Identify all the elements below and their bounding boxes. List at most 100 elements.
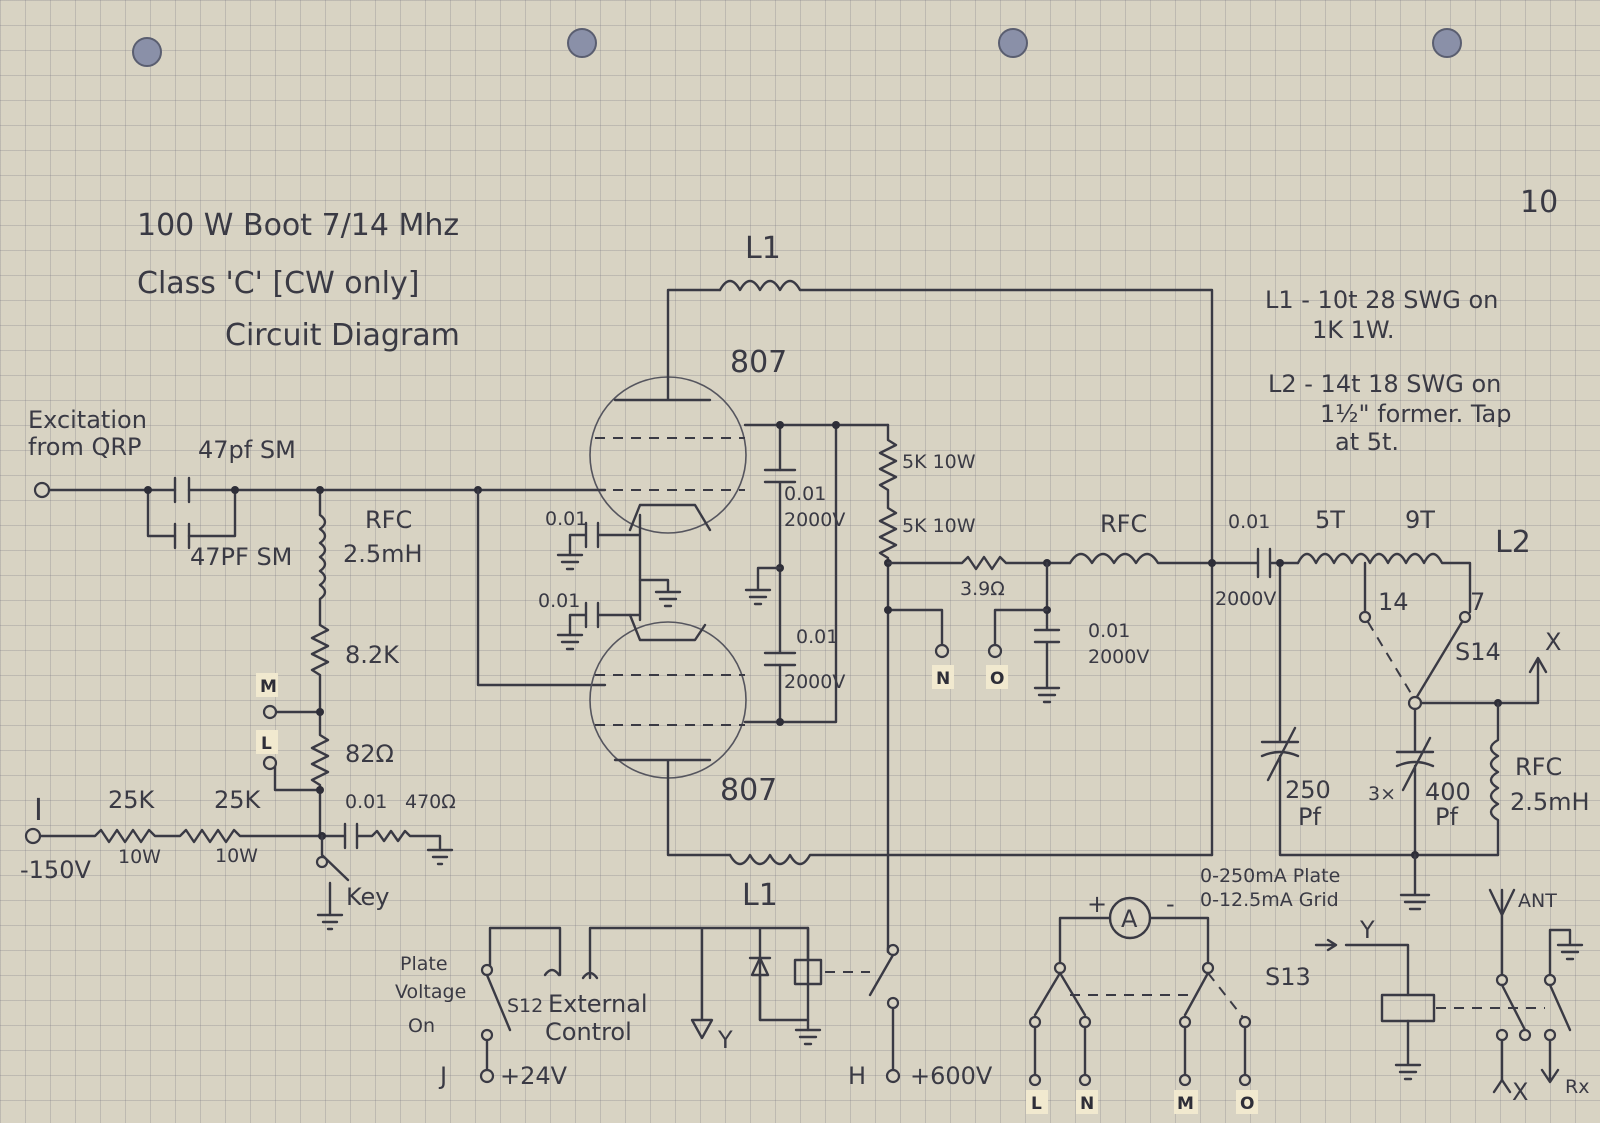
c-bypass-value: 0.01	[1088, 620, 1130, 642]
note-l1-a: L1 - 10t 28 SWG on	[1265, 286, 1498, 314]
rfc-out-label: RFC	[1515, 753, 1562, 781]
terminal-j-label: J	[438, 1062, 447, 1090]
terminal-j-voltage: +24V	[500, 1062, 568, 1090]
s14-pole	[1407, 695, 1423, 711]
input-label-2: from QRP	[28, 433, 142, 461]
terminal-h-voltage: +600V	[910, 1062, 993, 1090]
terminal-h-label: H	[848, 1062, 866, 1090]
tap-7-label: 7	[1470, 588, 1485, 616]
key-contact	[315, 855, 329, 869]
terminal-n-bottom	[1078, 1073, 1092, 1087]
c-250-unit: Pf	[1298, 803, 1321, 831]
c-screen-a-voltage: 2000V	[784, 509, 845, 531]
terminal-o-mid	[987, 643, 1003, 659]
terminal-i-label: I	[34, 793, 43, 828]
r-39-label: 3.9Ω	[960, 578, 1005, 600]
tap-7	[1458, 610, 1472, 624]
rfc-plate-label: RFC	[1100, 510, 1147, 538]
rfc-grid-value: 2.5mH	[343, 540, 423, 568]
c-47pf-top-label: 47pf SM	[198, 436, 296, 464]
c-screen-b-value: 0.01	[796, 626, 838, 648]
tube-807-bottom	[589, 613, 747, 857]
c-400-multiplier: 3×	[1368, 783, 1396, 805]
s13-label: S13	[1265, 963, 1311, 991]
l2-5t-label: 5T	[1315, 506, 1345, 534]
meter-minus: -	[1166, 890, 1175, 918]
tag-o-mid: O	[990, 669, 1004, 689]
r-5k-a-label: 5K 10W	[902, 451, 976, 473]
c-screen-b-voltage: 2000V	[784, 671, 845, 693]
external-label-2: Control	[545, 1018, 632, 1046]
ht-relay-contact-bottom	[886, 996, 900, 1010]
ant-label: ANT	[1518, 890, 1557, 912]
title-line-1: 100 W Boot 7/14 Mhz	[137, 208, 459, 243]
terminal-j	[479, 1068, 495, 1084]
plate-label-3: On	[408, 1015, 435, 1037]
note-l1-b: 1K 1W.	[1312, 316, 1395, 344]
note-l2-a: L2 - 14t 18 SWG on	[1268, 370, 1501, 398]
tube-top-label: 807	[730, 345, 787, 380]
s14-label: S14	[1455, 638, 1501, 666]
meter-plus: +	[1087, 890, 1107, 918]
terminal-h	[885, 1068, 901, 1084]
plate-label-1: Plate	[400, 953, 448, 975]
ht-relay-contact-top	[886, 943, 900, 957]
c-001-a-label: 0.01	[545, 508, 587, 530]
tap-14-label: 14	[1378, 588, 1409, 616]
note-l2-b: 1½" former. Tap	[1320, 400, 1511, 428]
x-bottom-label: X	[1512, 1078, 1528, 1106]
terminal-m-left	[262, 704, 278, 720]
l2-9t-label: 9T	[1405, 506, 1435, 534]
c-screen-a-value: 0.01	[784, 483, 826, 505]
terminal-l-left	[262, 755, 278, 771]
title-line-3: Circuit Diagram	[225, 318, 460, 353]
page-number: 10	[1520, 185, 1558, 220]
tag-n-bottom: N	[1080, 1094, 1094, 1114]
input-label-1: Excitation	[28, 406, 147, 434]
r-10w-a-label: 10W	[118, 846, 161, 868]
c-out-voltage: 2000V	[1215, 588, 1276, 610]
tube-807-top	[589, 288, 747, 534]
c-001-key-label: 0.01	[345, 791, 387, 813]
punch-holes	[132, 28, 1462, 67]
title-line-2: Class 'C' [CW only]	[137, 266, 419, 301]
tag-m-left: M	[260, 677, 277, 697]
terminal-i-voltage: -150V	[20, 856, 91, 884]
c-47pf-bottom-label: 47PF SM	[190, 543, 292, 571]
x-top-label: X	[1545, 628, 1561, 656]
c-400-unit: Pf	[1435, 803, 1458, 831]
rx-label: Rx	[1565, 1076, 1589, 1098]
terminal-i	[24, 827, 42, 845]
r-82-label: 82Ω	[345, 740, 394, 768]
r-470-label: 470Ω	[405, 791, 456, 813]
tube-bottom-label: 807	[720, 773, 777, 808]
plate-label-2: Voltage	[395, 981, 466, 1003]
l1-top-label: L1	[745, 231, 781, 266]
meter-label-plate: 0-250mA Plate	[1200, 865, 1340, 887]
r-25k-b-label: 25K	[214, 786, 262, 814]
tag-l-left: L	[261, 734, 272, 754]
r-5k-b-label: 5K 10W	[902, 515, 976, 537]
s12-label: S12	[507, 995, 543, 1017]
input-terminal	[33, 481, 51, 499]
external-label-1: External	[548, 990, 648, 1018]
rfc-out-value: 2.5mH	[1510, 788, 1590, 816]
l1-bottom-label: L1	[742, 878, 778, 913]
l2-label: L2	[1495, 525, 1531, 560]
tag-o-bottom: O	[1240, 1094, 1254, 1114]
tag-n-mid: N	[936, 669, 950, 689]
terminal-n-mid	[934, 643, 950, 659]
y-relay-label: Y	[1359, 916, 1375, 944]
note-l2-c: at 5t.	[1335, 428, 1399, 456]
meter-label-grid: 0-12.5mA Grid	[1200, 889, 1339, 911]
c-out-value: 0.01	[1228, 511, 1270, 533]
tap-14	[1358, 610, 1372, 624]
c-001-b-label: 0.01	[538, 590, 580, 612]
c-250-value: 250	[1285, 776, 1331, 804]
tag-m-bottom: M	[1177, 1094, 1194, 1114]
antenna-relay-coil	[1380, 993, 1436, 1023]
terminal-l-bottom	[1028, 1073, 1042, 1087]
rfc-grid-label: RFC	[365, 506, 412, 534]
